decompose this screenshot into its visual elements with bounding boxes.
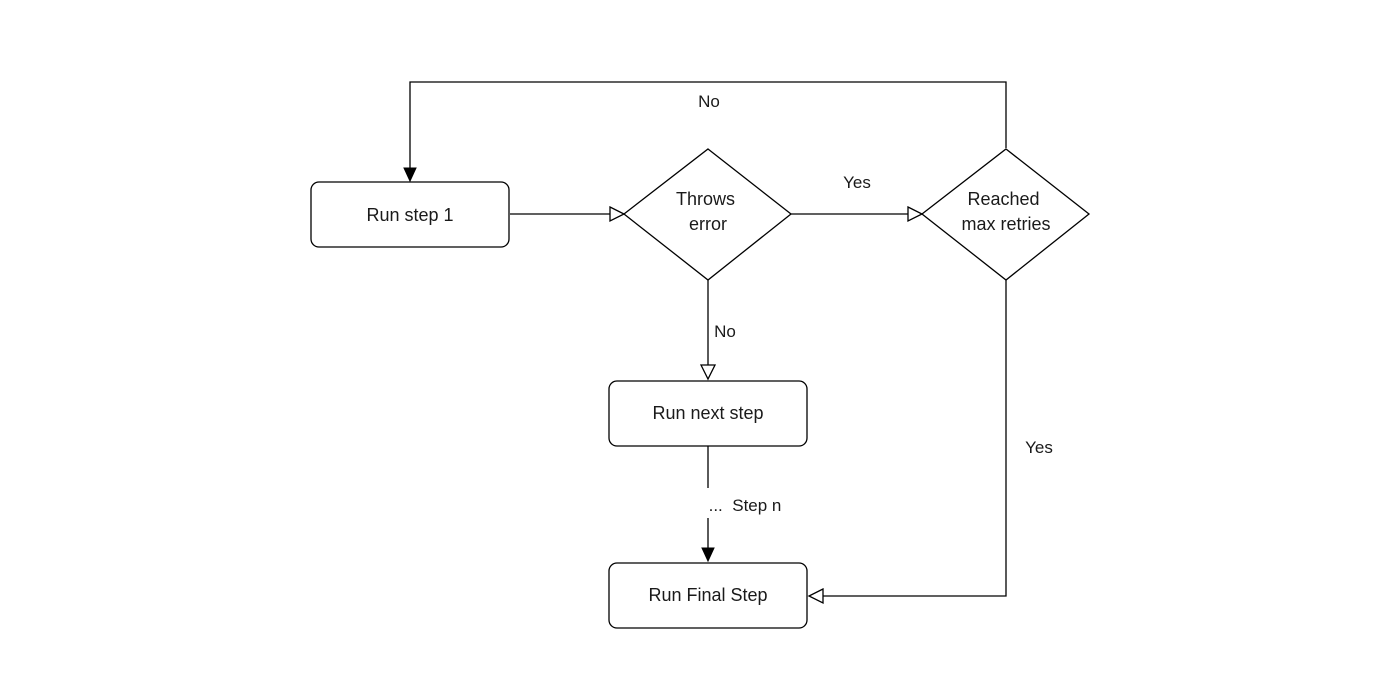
node-throws-error: Throws error [622,148,793,281]
node-throws-error-line-2: error [689,214,727,234]
open-arrowhead [807,587,824,605]
edge-label-max-retries-yes: Yes [1025,438,1053,457]
edge-label-error-no: No [714,322,736,341]
edge-throws-error-to-max-retries [791,205,924,223]
edge-throws-error-to-next-step [699,280,717,381]
node-throws-error-label: Throws error [676,189,740,234]
edge-label-step-n: ... Step n [709,496,782,515]
edge-label-error-yes: Yes [843,173,871,192]
node-reached-max-retries-line-1: Reached [967,189,1039,209]
node-run-final-step-label: Run Final Step [648,585,767,605]
node-reached-max-retries-line-2: max retries [961,214,1050,234]
node-reached-max-retries: Reached max retries [920,148,1091,281]
open-arrowhead [699,364,717,381]
node-run-step-1: Run step 1 [310,181,510,248]
solid-arrowhead [701,547,715,563]
edge-max-retries-to-final-step [807,280,1007,605]
node-run-next-step: Run next step [608,380,808,447]
node-run-final-step: Run Final Step [608,562,808,629]
edge-next-step-to-final-step [701,446,715,563]
node-throws-error-line-1: Throws [676,189,735,209]
node-reached-max-retries-label: Reached max retries [961,189,1050,234]
solid-arrowhead [403,167,417,183]
node-run-step-1-label: Run step 1 [366,205,453,225]
open-arrowhead [609,205,626,223]
edge-run-step-1-to-throws-error [510,205,626,223]
open-arrowhead [907,205,924,223]
node-run-next-step-label: Run next step [652,403,763,423]
edge-max-retries-loop-to-run-step-1 [403,81,1007,183]
edge-label-retry-no: No [698,92,720,111]
